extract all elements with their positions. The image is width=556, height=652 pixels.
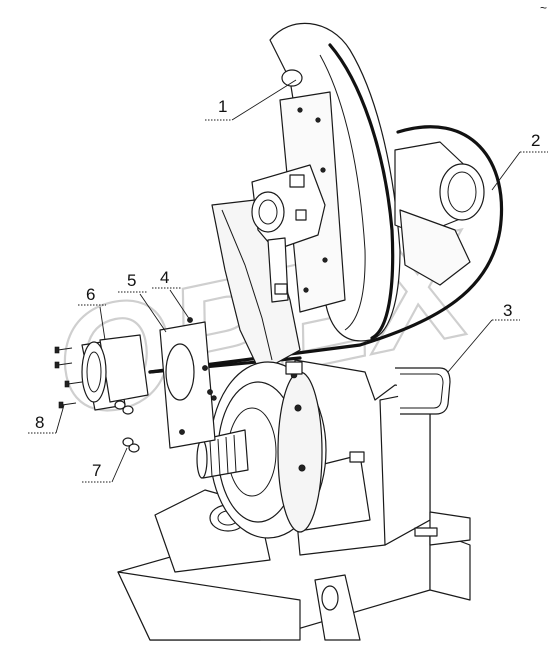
u-bolt	[395, 367, 451, 415]
callout-5: 5	[127, 271, 136, 290]
fan-housing	[269, 22, 401, 342]
callout-6: 6	[86, 285, 95, 304]
callout-3: 3	[503, 301, 512, 320]
bolts	[54, 346, 83, 409]
splined-shaft	[196, 429, 249, 479]
main-housing	[294, 359, 471, 556]
callout-4: 4	[160, 268, 169, 287]
callout-2: 2	[531, 131, 540, 150]
callout-7: 7	[92, 461, 101, 480]
bearing-cap	[81, 334, 158, 411]
leader-lines	[28, 79, 548, 483]
main-pulley	[209, 361, 327, 539]
tensioner-bracket	[251, 164, 326, 303]
corner-mark: ~	[540, 1, 547, 15]
drive-belt	[148, 125, 503, 374]
fan-outlet-tube	[394, 141, 485, 286]
callout-8: 8	[35, 413, 44, 432]
callout-1: 1	[218, 97, 227, 116]
hex-nuts	[114, 400, 140, 453]
